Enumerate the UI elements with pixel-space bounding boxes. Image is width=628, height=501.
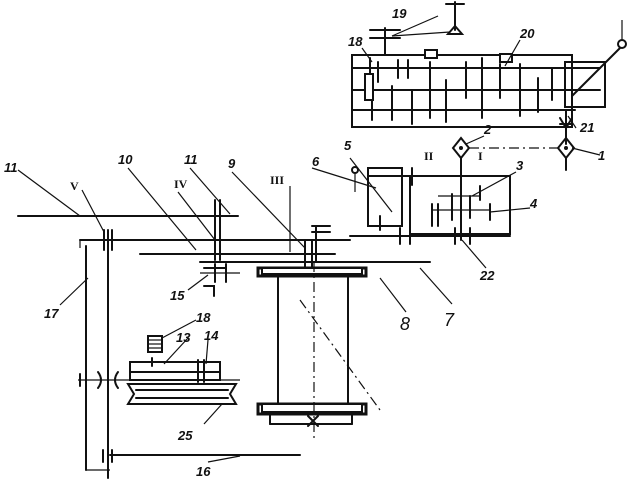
drum [256,262,381,440]
callout-8: 8 [400,314,410,334]
left-assembly [78,229,301,479]
callout-13: 13 [176,330,191,345]
shaft-label-V: V [70,179,79,193]
callout-19: 18 [348,34,363,49]
callout-25: 25 [177,428,193,443]
callout-10: 10 [118,152,133,167]
shaft-label-I: I [478,149,483,163]
callout-12: 11 [4,160,18,175]
callout-labels: 11 10 11 9 6 5 2 1 3 4 22 21 20 19 18 15… [4,6,605,479]
callout-6: 6 [312,154,320,169]
callout-15: 15 [170,288,185,303]
callout-17: 17 [44,306,59,321]
callout-2: 2 [483,122,492,137]
callout-4: 4 [529,196,538,211]
callout-5: 5 [344,138,352,153]
callout-20: 19 [392,6,407,21]
middle-gearbox [349,166,511,245]
callout-7: 7 [444,310,455,330]
callout-23: 22 [479,268,495,283]
callout-21: 20 [519,26,535,41]
shaft-label-III: III [270,173,284,187]
shaft-label-IV: IV [174,177,188,191]
shaft-label-II: II [424,149,434,163]
callout-18: 18 [196,310,211,325]
callout-11: 11 [184,152,198,167]
shaft-labels: I II III IV V [70,149,483,193]
callout-9: 9 [228,156,236,171]
callout-22: 21 [579,120,594,135]
callout-3: 3 [516,158,524,173]
callout-14: 14 [204,328,219,343]
callout-1: 1 [598,148,605,163]
callout-16: 16 [196,464,211,479]
leader-lines [17,39,601,463]
